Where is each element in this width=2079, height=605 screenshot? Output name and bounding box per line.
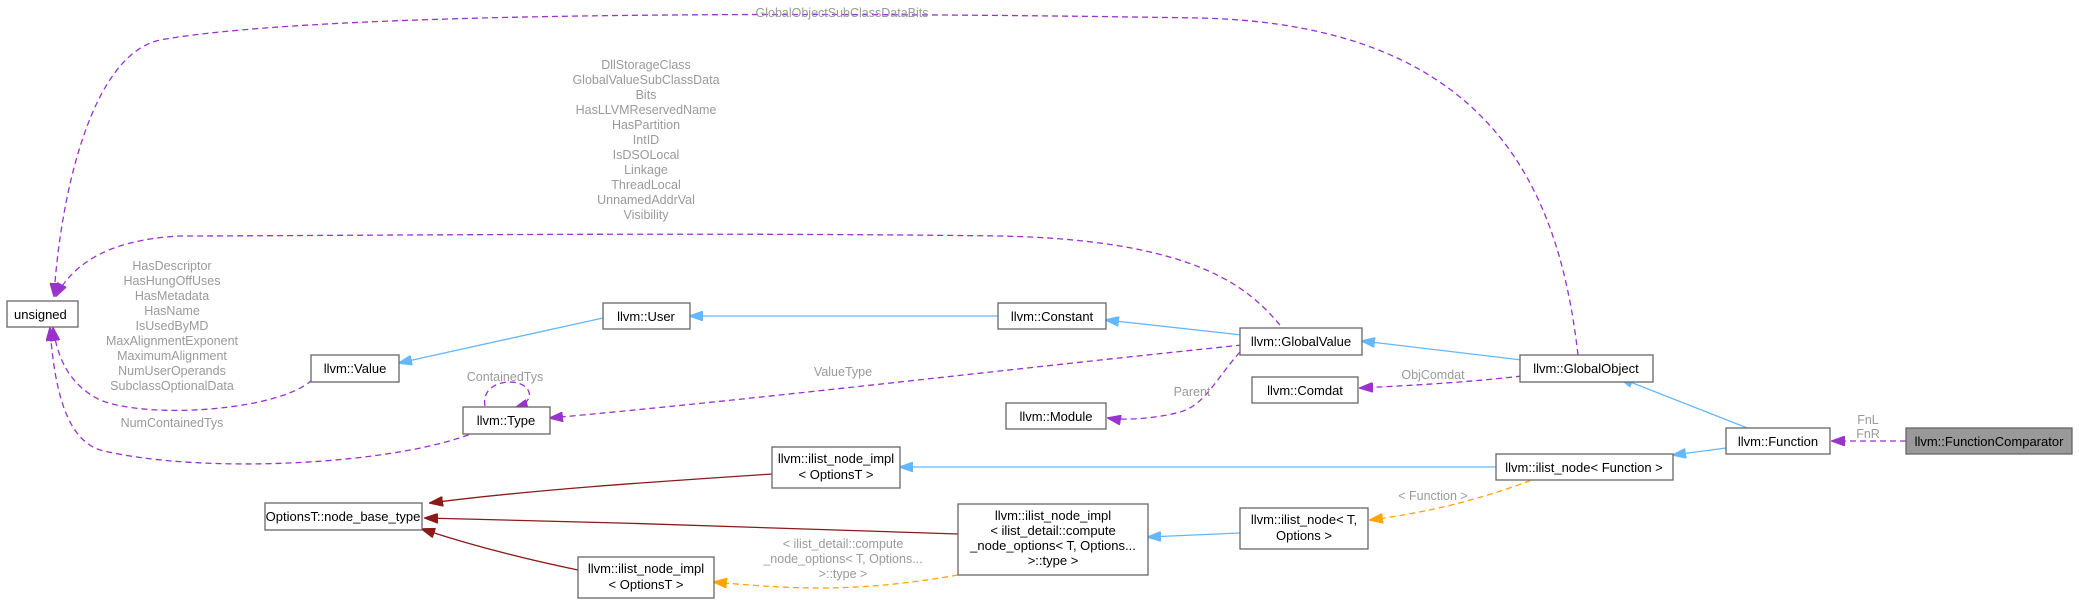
label-compute-template-2: >::type >	[819, 567, 868, 581]
node-llvm-functioncomparator[interactable]: llvm::FunctionComparator	[1905, 427, 2073, 455]
label-globalvalue-field-0: DllStorageClass	[601, 58, 691, 72]
node-llvm-value[interactable]: llvm::Value	[310, 354, 400, 383]
label-numcontainedtys: NumContainedTys	[121, 416, 224, 430]
edge-function-to-globalobject	[1620, 378, 1756, 432]
node-ilist-node-t[interactable]: llvm::ilist_node< T, Options >	[1239, 507, 1369, 550]
node-compute-line3: _node_options< T, Options...	[969, 538, 1136, 553]
edge-compute-to-base	[425, 518, 959, 535]
label-globalvalue-field-5: IntID	[633, 133, 659, 147]
label-containedtys: ContainedTys	[467, 370, 543, 384]
node-llvm-constant-label: llvm::Constant	[1011, 309, 1094, 324]
label-globalvalue-field-9: UnnamedAddrVal	[597, 193, 695, 207]
node-llvm-function[interactable]: llvm::Function	[1725, 427, 1831, 455]
edge-user-to-value	[399, 315, 613, 363]
node-ilist-node-function[interactable]: llvm::ilist_node< Function >	[1495, 453, 1674, 481]
label-globalvalue-field-3: HasLLVMReservedName	[576, 103, 717, 117]
node-ilist-node-impl-b-line2: < OptionsT >	[609, 577, 684, 592]
node-compute-line1: llvm::ilist_node_impl	[995, 508, 1111, 523]
label-globalvalue-field-6: IsDSOLocal	[613, 148, 680, 162]
label-value-field-4: IsUsedByMD	[136, 319, 209, 333]
label-globalvalue-field-4: HasPartition	[612, 118, 680, 132]
node-llvm-globalvalue-label: llvm::GlobalValue	[1251, 334, 1351, 349]
label-globalvalue-field-8: ThreadLocal	[611, 178, 681, 192]
node-llvm-type-label: llvm::Type	[477, 413, 536, 428]
edge-implA-to-base	[430, 473, 773, 503]
edge-implB-to-base	[422, 529, 579, 571]
node-llvm-type[interactable]: llvm::Type	[462, 406, 551, 435]
edge-value-fields	[53, 328, 313, 412]
label-compute-template-0: < ilist_detail::compute	[783, 537, 904, 551]
edge-globalvalue-fields	[56, 233, 1281, 326]
node-ilist-node-impl-a-line2: < OptionsT >	[799, 467, 874, 482]
label-valuetype: ValueType	[814, 365, 872, 379]
edge-compute-tmpl	[714, 574, 959, 589]
edge-type-numcontained	[50, 328, 479, 465]
node-compute-line4: >::type >	[1028, 553, 1079, 568]
node-ilist-node-t-line2: Options >	[1276, 528, 1332, 543]
label-globalvalue-field-10: Visibility	[624, 208, 670, 222]
label-fnl: FnL	[1857, 413, 1879, 427]
node-llvm-globalobject[interactable]: llvm::GlobalObject	[1519, 354, 1654, 383]
edge-globalobject-to-globalvalue	[1362, 341, 1523, 361]
edge-globalobject-comdat	[1360, 375, 1523, 388]
edge-type-containedtys	[484, 381, 531, 408]
node-unsigned[interactable]: unsigned	[6, 300, 79, 328]
value-field-labels: HasDescriptorHasHungOffUsesHasMetadataHa…	[106, 259, 239, 393]
node-ilist-node-t-line1: llvm::ilist_node< T,	[1251, 512, 1357, 527]
node-llvm-functioncomparator-label: llvm::FunctionComparator	[1915, 434, 2064, 449]
node-ilist-node-impl-compute[interactable]: llvm::ilist_node_impl < ilist_detail::co…	[957, 503, 1149, 576]
label-value-field-5: MaxAlignmentExponent	[106, 334, 239, 348]
node-llvm-globalvalue[interactable]: llvm::GlobalValue	[1239, 327, 1363, 356]
label-compute-template-1: _node_options< T, Options...	[762, 552, 922, 566]
edge-function-tmpl	[1370, 476, 1541, 520]
node-llvm-module-label: llvm::Module	[1020, 409, 1093, 424]
node-llvm-module[interactable]: llvm::Module	[1005, 402, 1107, 430]
edge-globalobject-subclassbits	[54, 13, 1579, 356]
node-llvm-user-label: llvm::User	[617, 309, 675, 324]
label-value-field-1: HasHungOffUses	[123, 274, 220, 288]
node-llvm-comdat-label: llvm::Comdat	[1267, 383, 1343, 398]
edge-globalvalue-parent	[1108, 351, 1241, 419]
node-options-node-base-type[interactable]: OptionsT::node_base_type	[264, 502, 423, 531]
node-ilist-node-impl-a-line1: llvm::ilist_node_impl	[778, 451, 894, 466]
node-llvm-comdat[interactable]: llvm::Comdat	[1251, 376, 1359, 404]
compute-template-label: < ilist_detail::compute_node_options< T,…	[762, 537, 922, 581]
label-value-field-6: MaximumAlignment	[117, 349, 227, 363]
label-function-template: < Function >	[1398, 489, 1468, 503]
edge-function-to-ilistnode	[1673, 447, 1727, 455]
edge-globalvalue-to-constant	[1106, 320, 1243, 336]
node-llvm-value-label: llvm::Value	[324, 361, 387, 376]
label-globalobject-subclassdatabits: GlobalObjectSubClassDataBits	[756, 6, 929, 20]
label-objcomdat: ObjComdat	[1401, 368, 1465, 382]
node-options-node-base-type-label: OptionsT::node_base_type	[266, 509, 421, 524]
node-llvm-user[interactable]: llvm::User	[602, 302, 691, 330]
edge-globalvalue-valuetype	[550, 344, 1243, 418]
label-value-field-2: HasMetadata	[135, 289, 209, 303]
label-globalvalue-field-7: Linkage	[624, 163, 668, 177]
label-globalvalue-field-2: Bits	[636, 88, 657, 102]
label-globalvalue-field-1: GlobalValueSubClassData	[572, 73, 719, 87]
node-ilist-node-impl-b[interactable]: llvm::ilist_node_impl < OptionsT >	[577, 556, 715, 599]
label-value-field-0: HasDescriptor	[132, 259, 211, 273]
label-value-field-3: HasName	[144, 304, 200, 318]
globalvalue-field-labels: DllStorageClassGlobalValueSubClassDataBi…	[572, 58, 719, 222]
node-llvm-constant[interactable]: llvm::Constant	[997, 302, 1107, 330]
node-ilist-node-impl-b-line1: llvm::ilist_node_impl	[588, 561, 704, 576]
node-ilist-node-impl-a[interactable]: llvm::ilist_node_impl < OptionsT >	[771, 446, 901, 489]
label-value-field-7: NumUserOperands	[118, 364, 226, 378]
node-compute-line2: < ilist_detail::compute	[990, 523, 1115, 538]
node-llvm-function-label: llvm::Function	[1738, 434, 1818, 449]
edge-ilistnodeT-to-compute	[1148, 533, 1241, 537]
label-parent: Parent	[1174, 385, 1211, 399]
node-llvm-globalobject-label: llvm::GlobalObject	[1533, 361, 1639, 376]
label-fnr: FnR	[1856, 427, 1880, 441]
node-unsigned-label: unsigned	[14, 307, 67, 322]
node-ilist-node-function-label: llvm::ilist_node< Function >	[1505, 460, 1663, 475]
label-value-field-8: SubclassOptionalData	[110, 379, 234, 393]
